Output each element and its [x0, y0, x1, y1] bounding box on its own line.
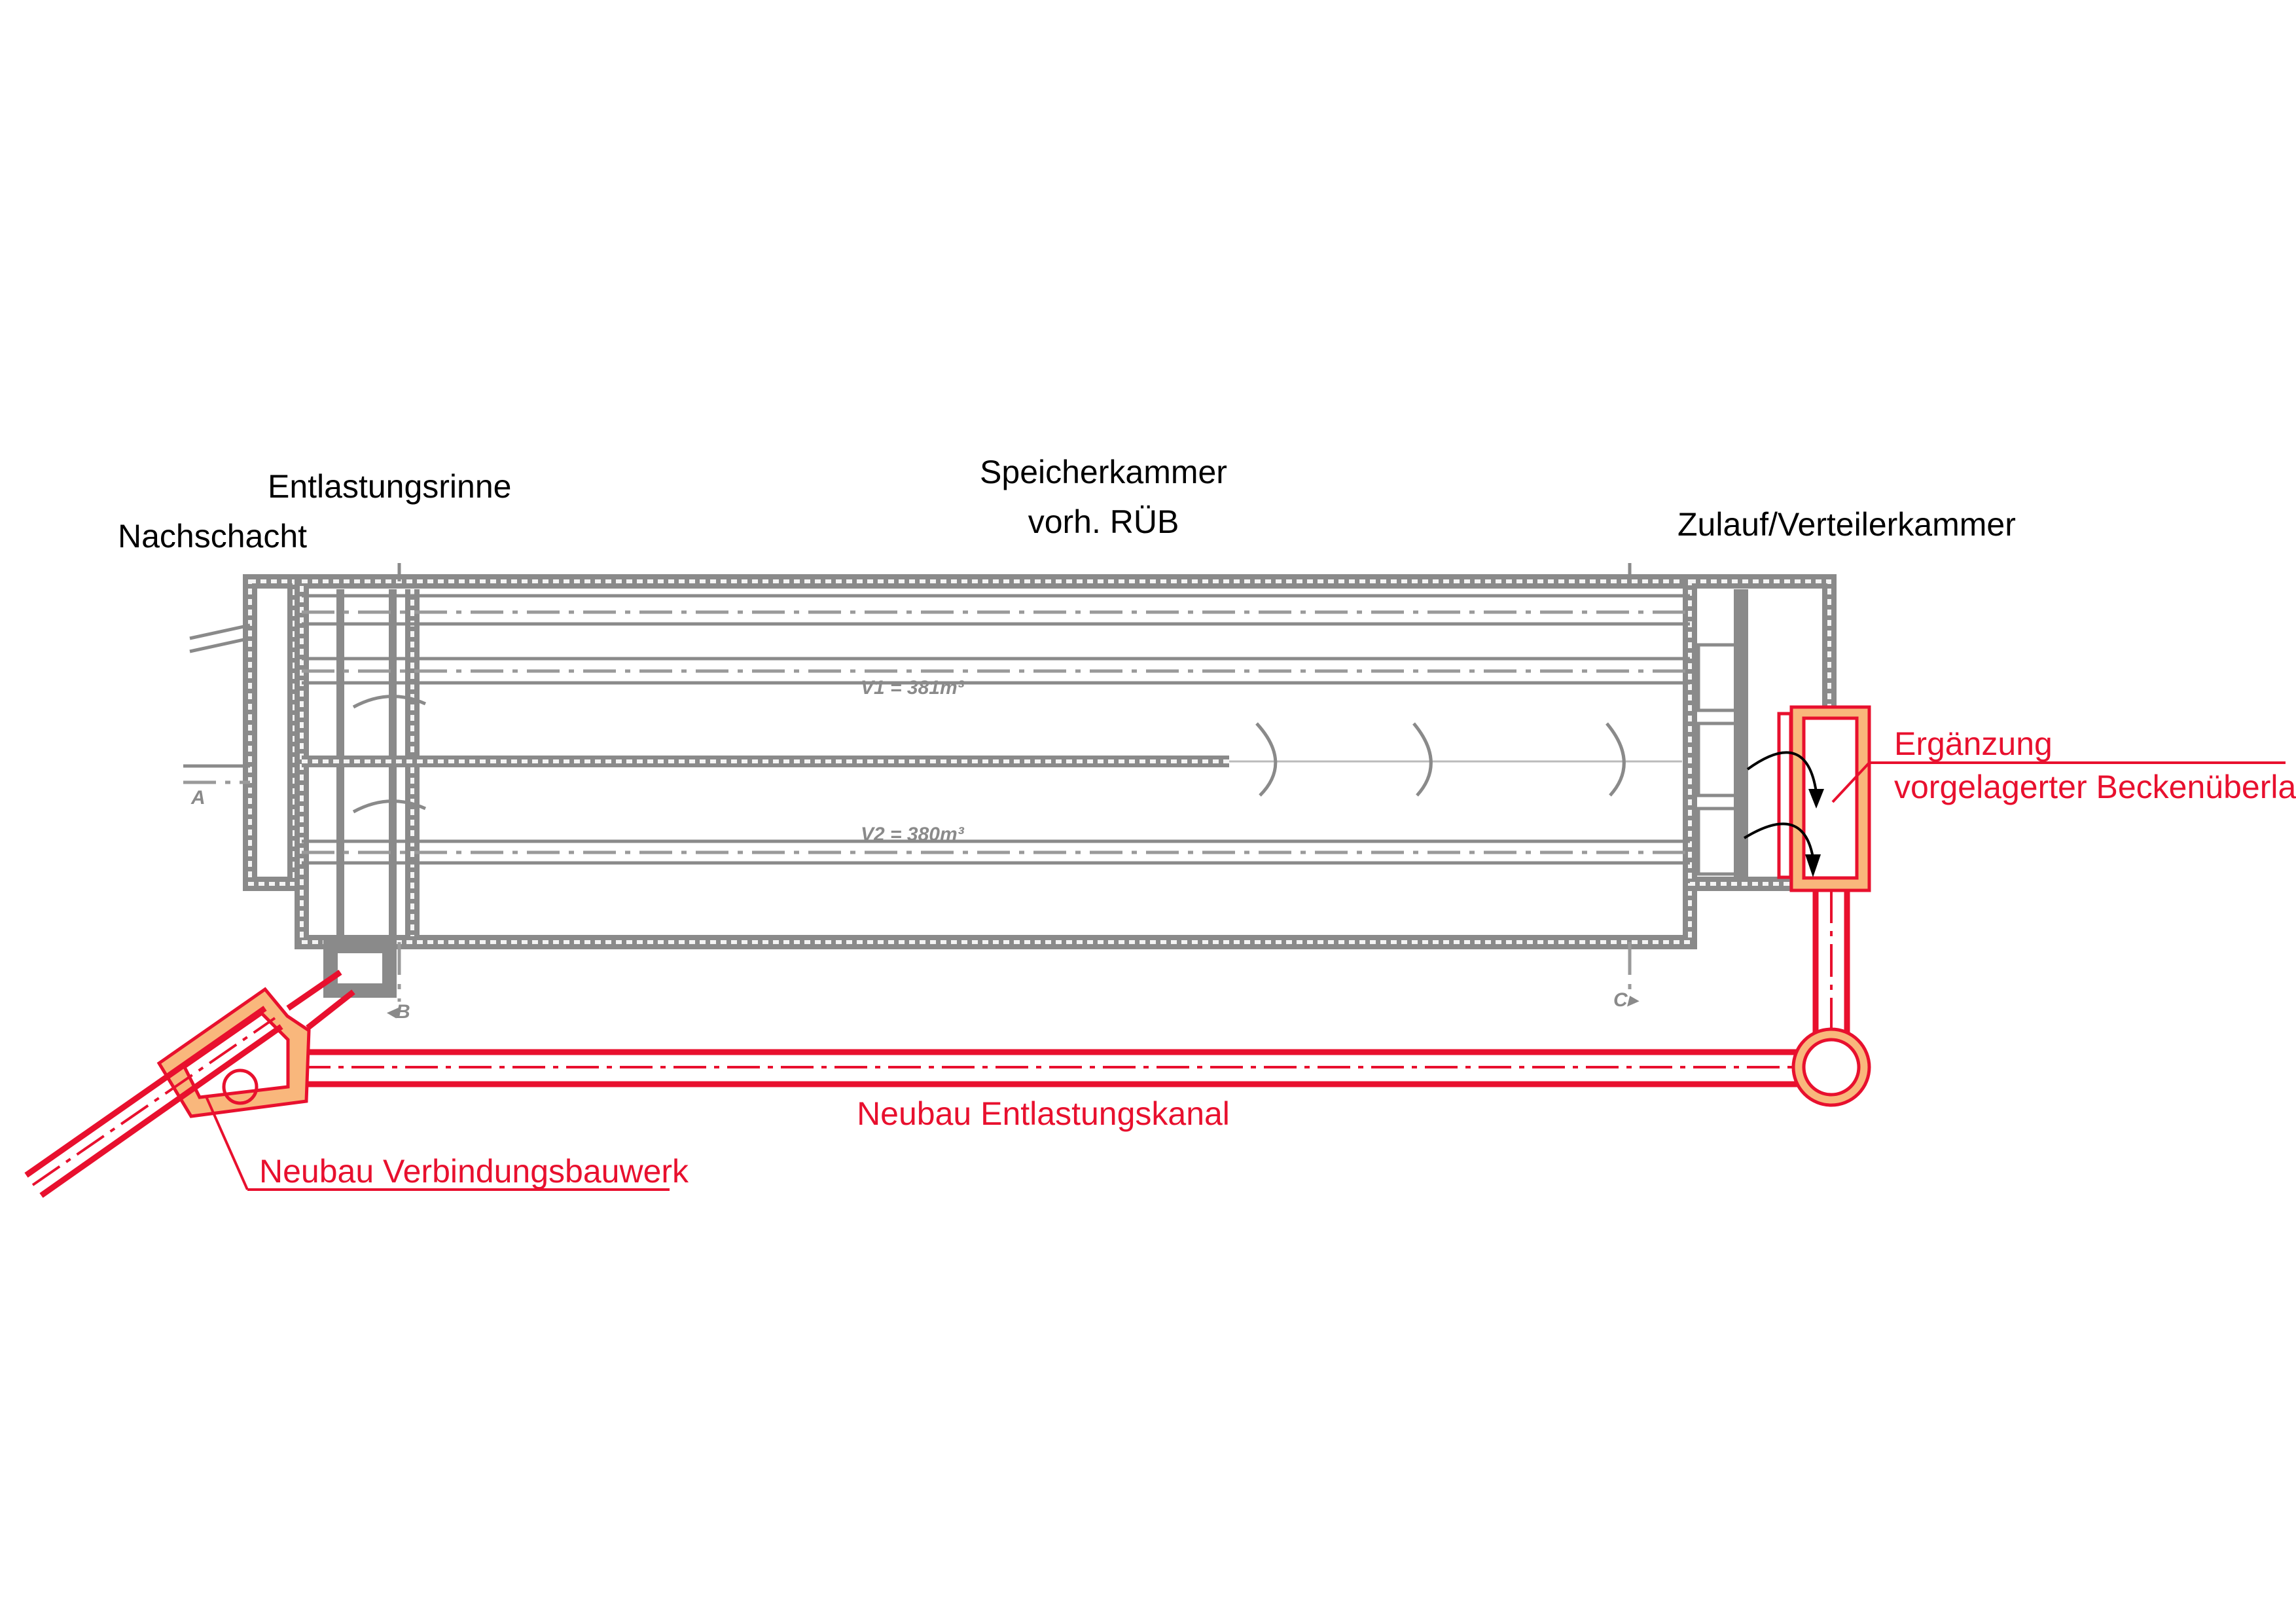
- flow-arrow-icon: [1255, 722, 1278, 797]
- overflow-arrow-icon: [1746, 751, 1818, 793]
- label-entlastungsrinne: Entlastungsrinne: [268, 468, 511, 505]
- overflow-arrow-icon: [1743, 822, 1814, 858]
- label-nachschacht: Nachschacht: [118, 518, 307, 555]
- label-beckenueberlauf: vorgelagerter Beckenüberlauf: [1894, 769, 2296, 805]
- label-ergaenzung: Ergänzung: [1894, 725, 2053, 762]
- label-entlastungskanal: Neubau Entlastungskanal: [857, 1095, 1230, 1132]
- volume-v1: V1 = 381m³: [861, 677, 965, 699]
- volume-v2: V2 = 380m³: [861, 824, 965, 845]
- section-marker-a: A: [190, 787, 206, 809]
- flow-arrow-icon: [1412, 722, 1433, 797]
- flow-arrow-icon: [1605, 722, 1626, 797]
- label-vorh-rueb: vorh. RÜB: [1028, 503, 1179, 540]
- section-marker-c: C▸: [1613, 989, 1640, 1011]
- section-marker-b: ◂B: [386, 1001, 410, 1023]
- label-speicherkammer: Speicherkammer: [980, 454, 1227, 490]
- existing-basin: [183, 563, 1837, 1002]
- new-construction: [24, 705, 2286, 1198]
- label-verbindungsbauwerk: Neubau Verbindungsbauwerk: [259, 1153, 689, 1190]
- label-zulauf-verteilerkammer: Zulauf/Verteilerkammer: [1677, 506, 2016, 543]
